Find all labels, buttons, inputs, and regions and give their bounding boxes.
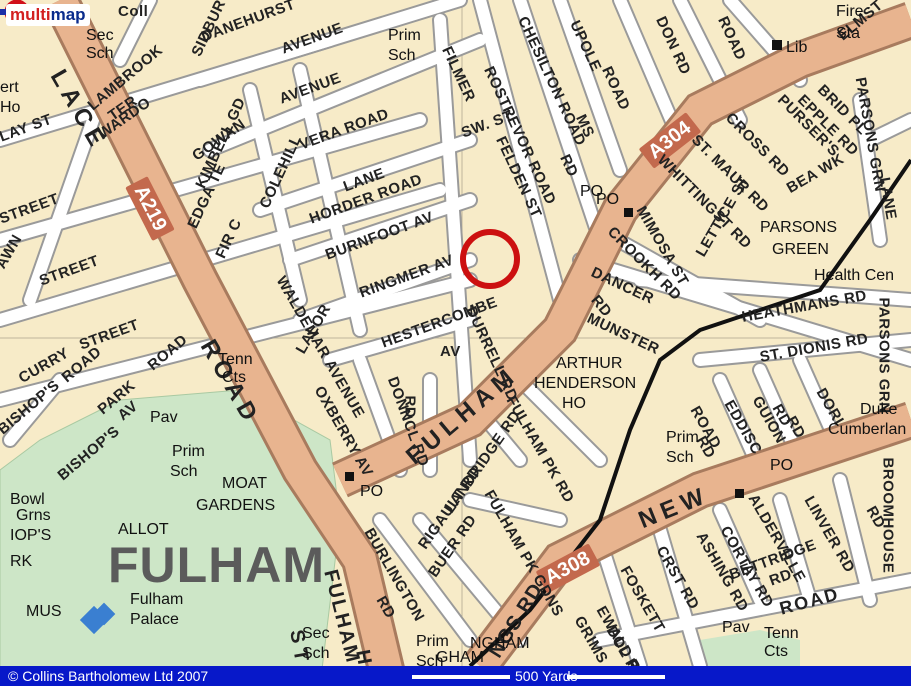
- poi-label: RK: [10, 553, 33, 570]
- location-marker: [460, 229, 520, 289]
- poi-label: HENDERSON: [534, 375, 637, 392]
- poi-label: PARSONS: [760, 219, 838, 236]
- poi-label: PO: [596, 191, 620, 208]
- copyright-text: © Collins Bartholomew Ltd 2007: [8, 668, 209, 684]
- park-area: [0, 389, 341, 686]
- poi-label: Prim: [172, 443, 205, 460]
- poi-label: ert: [0, 79, 19, 96]
- poi-label: MOAT: [222, 475, 268, 492]
- poi-label: Duke: [860, 401, 898, 418]
- poi-label: Cumberlan: [828, 421, 907, 438]
- poi-label: Sec: [86, 27, 114, 44]
- park-area-2: [700, 630, 800, 666]
- poi-label: PO: [360, 483, 384, 500]
- scale-bar-right: [567, 675, 665, 679]
- poi-label: Sta: [836, 25, 861, 42]
- poi-label: Sch: [170, 463, 198, 480]
- poi-label: Cts: [764, 643, 788, 660]
- poi-label: GHAM: [436, 649, 484, 666]
- poi-label: GREEN: [772, 241, 829, 258]
- street-label: Coll: [118, 3, 149, 20]
- poi-label: Fire: [836, 3, 864, 20]
- poi-label: Health Cen: [814, 267, 895, 284]
- poi-label: IOP'S: [10, 527, 52, 544]
- poi-label: ALLOT: [118, 521, 169, 538]
- poi-label: Bowl: [10, 491, 45, 508]
- heritage-site-icon: [79, 602, 116, 635]
- street-label: BROOMHOUSE: [879, 457, 897, 574]
- street-label: PARSONS GRN: [875, 297, 893, 414]
- poi-label: NGHAM: [470, 635, 530, 652]
- poi-label: Tenn: [218, 351, 253, 368]
- area-fulham-label: FULHAM: [108, 537, 326, 593]
- poi-label: PO: [770, 457, 794, 474]
- poi-label: GARDENS: [196, 497, 276, 514]
- poi-label: HO: [562, 395, 586, 412]
- poi-label: Tenn: [764, 625, 799, 642]
- poi-label: Fulham: [130, 591, 184, 608]
- street-label: AV: [440, 343, 461, 360]
- poi-label: Pav: [722, 619, 750, 636]
- poi-label: Ho: [0, 99, 21, 116]
- poi-label: Sch: [86, 45, 114, 62]
- scale-label: 500 Yards: [515, 668, 578, 684]
- scale-bar-left: [412, 675, 510, 679]
- poi-label: Prim: [416, 633, 449, 650]
- poi-label: Pav: [150, 409, 178, 426]
- poi-label: Lib: [786, 39, 808, 56]
- multimap-logo[interactable]: multimap: [6, 4, 90, 26]
- poi-label: MUS: [26, 603, 62, 620]
- poi-label: Prim: [666, 429, 699, 446]
- poi-label: Sch: [416, 653, 444, 670]
- logo-part-1: multi: [10, 5, 51, 24]
- poi-label: Sch: [666, 449, 694, 466]
- logo-part-2: map: [50, 5, 86, 24]
- street-label: RD: [401, 395, 419, 419]
- poi-label: Sch: [302, 645, 330, 662]
- poi-label: Prim: [388, 27, 421, 44]
- poi-label: Cts: [222, 369, 246, 386]
- poi-label: Sch: [388, 47, 416, 64]
- poi-label: Sec: [302, 625, 330, 642]
- poi-label: Grns: [16, 507, 51, 524]
- poi-label: PO: [580, 183, 604, 200]
- poi-label: ARTHUR: [556, 355, 623, 372]
- poi-label: Palace: [130, 611, 179, 628]
